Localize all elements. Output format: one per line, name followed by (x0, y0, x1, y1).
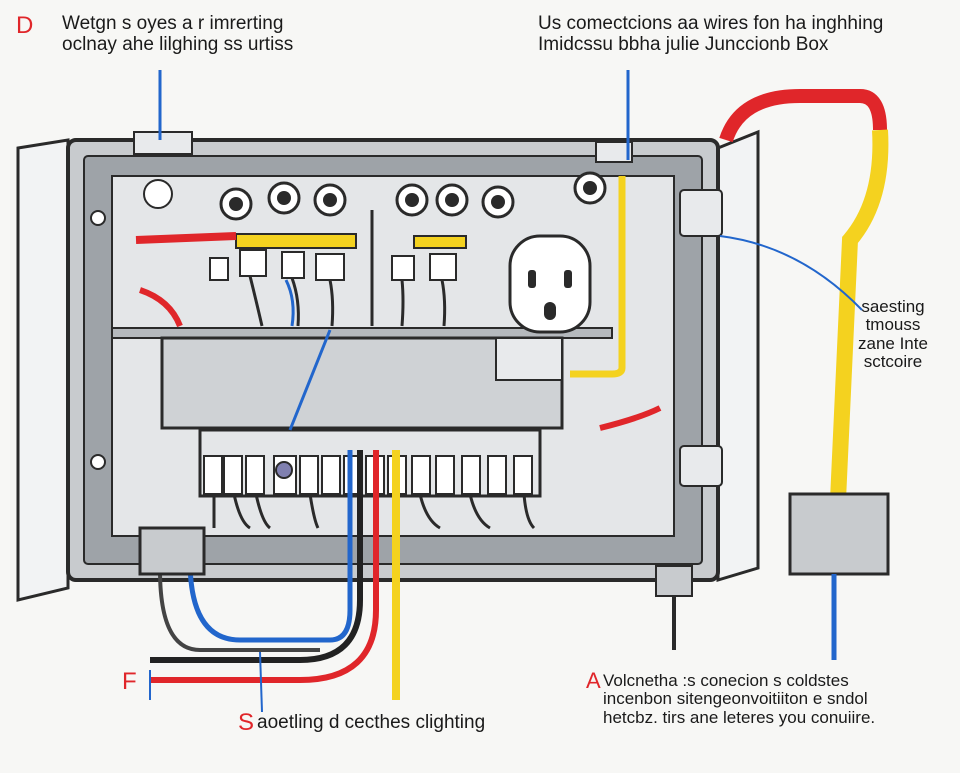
gray-bundle-wire (158, 569, 320, 652)
red-wire-drop (138, 287, 183, 328)
label-line: oclnay ahe lilghing ss urtiss (62, 33, 294, 55)
lamp-bulb (143, 179, 173, 209)
marker-s: S (238, 709, 255, 736)
black-bundle-wire (150, 450, 363, 663)
label-line: tmouss (865, 315, 921, 335)
right-yellow-cable (830, 129, 889, 501)
label-line: aoetling d cecthes clighting (257, 712, 486, 733)
leader-bottom (259, 651, 263, 713)
label-right: saesting tmouss zane Inte sctcoire (858, 297, 928, 372)
yellow-busbar (235, 233, 357, 249)
cable-glands (219, 171, 607, 221)
hinges (679, 189, 723, 487)
label-top-left: Wetgn s oyes a r imrerting oclnay ahe li… (62, 13, 294, 55)
label-line: Imidcssu bbha julie Junccionb Box (538, 33, 829, 55)
left-door (16, 138, 70, 602)
right-red-cable (719, 89, 887, 143)
marker-d: D (16, 12, 34, 39)
blue-upper-wire (284, 279, 295, 327)
red-wire-top (135, 232, 237, 244)
label-top-right: Us comectcions aa wires fon ha inghhing … (538, 13, 884, 55)
label-bottom-right: Volcnetha :s conecion s coldstes incenbo… (603, 671, 876, 727)
right-door (716, 129, 760, 583)
label-line: Volcnetha :s conecion s coldstes (603, 671, 849, 690)
leader-right (719, 235, 863, 311)
label-line: Us comectcions aa wires fon ha inghhing (538, 13, 884, 34)
yellow-busbar-right (413, 235, 467, 249)
side-bracket (495, 337, 563, 381)
label-line: sctcoire (863, 352, 923, 372)
red-bundle-wire (150, 450, 379, 683)
upper-terminals (209, 249, 457, 281)
top-clamp (133, 131, 193, 155)
inner-yellow-wire (570, 176, 626, 378)
outlet-socket (508, 234, 592, 334)
blue-bundle-wire (187, 450, 353, 643)
label-line: saesting (861, 297, 925, 316)
label-line: Wetgn s oyes a r imrerting (62, 13, 284, 34)
marker-a: A (586, 668, 601, 693)
inner-red-stub (599, 405, 662, 431)
marker-f: F (122, 668, 137, 695)
upper-wires (248, 210, 447, 327)
bottom-left-gland (138, 526, 206, 576)
leader-middle (288, 329, 332, 431)
label-line: zane Inte (858, 333, 928, 353)
label-line: hetcbz. tirs ane leteres you conuiire. (603, 707, 876, 727)
top-right-clamp (595, 141, 633, 163)
strip-wires (212, 493, 536, 530)
terminal-knob (275, 461, 293, 479)
bottom-right-foot (655, 565, 693, 597)
label-line: incenbon sitengeonvoitiiton e sndol (603, 689, 868, 709)
right-connector-box (788, 492, 890, 576)
label-bottom: aoetling d cecthes clighting (257, 712, 486, 734)
